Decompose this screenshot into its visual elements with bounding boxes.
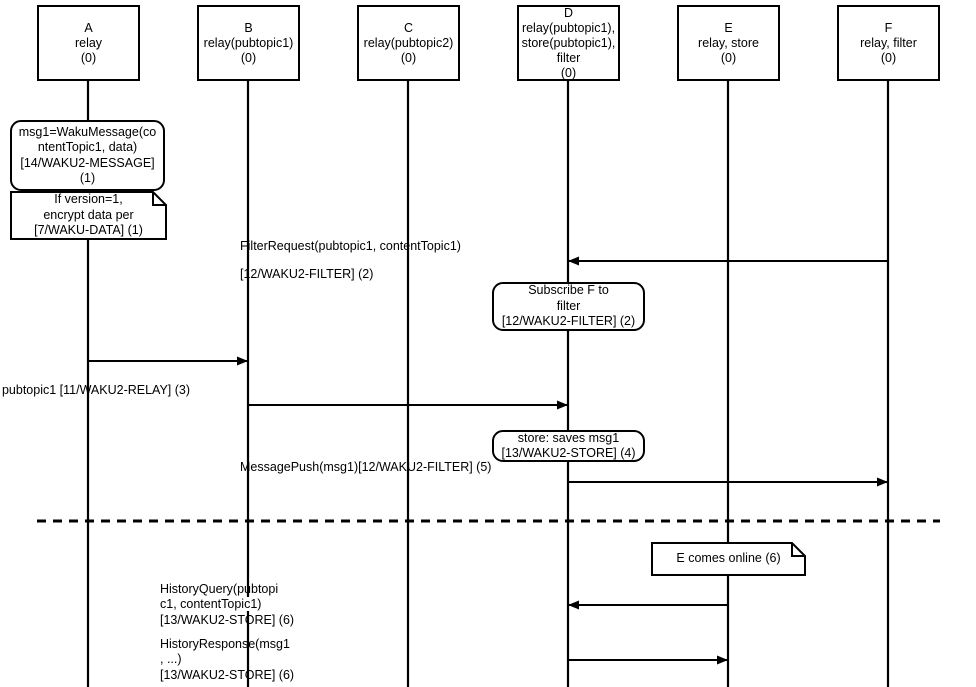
participant-name: B [244, 20, 253, 35]
note-line: [14/WAKU2-MESSAGE] [20, 155, 155, 170]
note-encrypt-fold-corner-icon [152, 192, 166, 206]
msg-history-response-label-line: HistoryResponse(msg1 [160, 637, 290, 651]
msg-relay-label-line: relay msg1 on pubtopic1 [11/WAKU2-RELAY]… [0, 383, 191, 397]
note-line: Subscribe F to [528, 283, 609, 298]
msg-history-response-label-line: [13/WAKU2-STORE] (6) [160, 668, 295, 682]
note-e-online-text: E comes online (6) [652, 543, 805, 575]
note-store-saves[interactable]: store: saves msg1[13/WAKU2-STORE] (4) [492, 430, 645, 462]
note-fold-corners [10, 191, 806, 576]
participant-detail: relay, store [698, 35, 759, 50]
participant-detail: relay(pubtopic1), [521, 20, 616, 35]
msg-message-push-label-line: MessagePush(msg1)[12/WAKU2-FILTER] (5) [240, 460, 492, 474]
msg-filter-request-label-line: [12/WAKU2-FILTER] (2) [240, 267, 374, 281]
message-arrows-group [88, 256, 888, 665]
participant-name: E [724, 20, 733, 35]
participant-detail: (0) [80, 50, 97, 65]
note-e-online-shape [651, 542, 806, 576]
participant-detail: relay(pubtopic2) [363, 35, 454, 50]
participant-detail: filter [556, 50, 581, 65]
participant-detail: (0) [560, 65, 577, 80]
participant-name: C [403, 20, 414, 35]
msg-history-query-label-line: HistoryQuery(pubtopi [160, 582, 279, 596]
participant-name: F [884, 20, 893, 35]
participant-detail: relay(pubtopic1) [203, 35, 294, 50]
participant-name: D [563, 5, 574, 20]
note-e-online-fold-corner-icon [791, 543, 805, 557]
msg-filter-request-label-line: FilterRequest(pubtopic1, contentTopic1) [240, 239, 461, 253]
participant-detail: (0) [400, 50, 417, 65]
participant-detail: (0) [240, 50, 257, 65]
msg-history-query-label-line: c1, contentTopic1) [158, 597, 264, 611]
participant-detail: (0) [720, 50, 737, 65]
note-encrypt-text: If version=1,encrypt data per[7/WAKU-DAT… [11, 192, 166, 239]
note-line: store: saves msg1 [517, 430, 620, 445]
note-encrypt[interactable]: If version=1,encrypt data per[7/WAKU-DAT… [11, 192, 166, 239]
lifelines-group [86, 81, 890, 687]
note-line: [12/WAKU2-FILTER] (2) [501, 314, 636, 329]
msg-history-response-label-line: , ...) [158, 652, 184, 666]
participant-detail: (0) [880, 50, 897, 65]
note-line: msg1=WakuMessage(co [18, 124, 157, 139]
note-line: filter [556, 298, 581, 313]
note-line: [13/WAKU2-STORE] (4) [501, 446, 636, 460]
participant-detail: relay, filter [860, 35, 917, 50]
note-line: If version=1, [54, 192, 123, 207]
msg-history-query-label-line: [13/WAKU2-STORE] (6) [160, 613, 295, 627]
note-e-online[interactable]: E comes online (6) [652, 543, 805, 575]
note-line: encrypt data per [43, 207, 134, 222]
participant-detail: relay [74, 35, 103, 50]
participant-detail: store(pubtopic1), [521, 35, 616, 50]
participant-name: A [84, 20, 93, 35]
note-line: ntentTopic1, data) [37, 140, 138, 154]
note-line: (1) [79, 171, 96, 185]
note-encrypt-shape [10, 191, 167, 240]
note-line: [7/WAKU-DATA] (1) [34, 223, 143, 238]
note-line: E comes online (6) [676, 551, 781, 566]
